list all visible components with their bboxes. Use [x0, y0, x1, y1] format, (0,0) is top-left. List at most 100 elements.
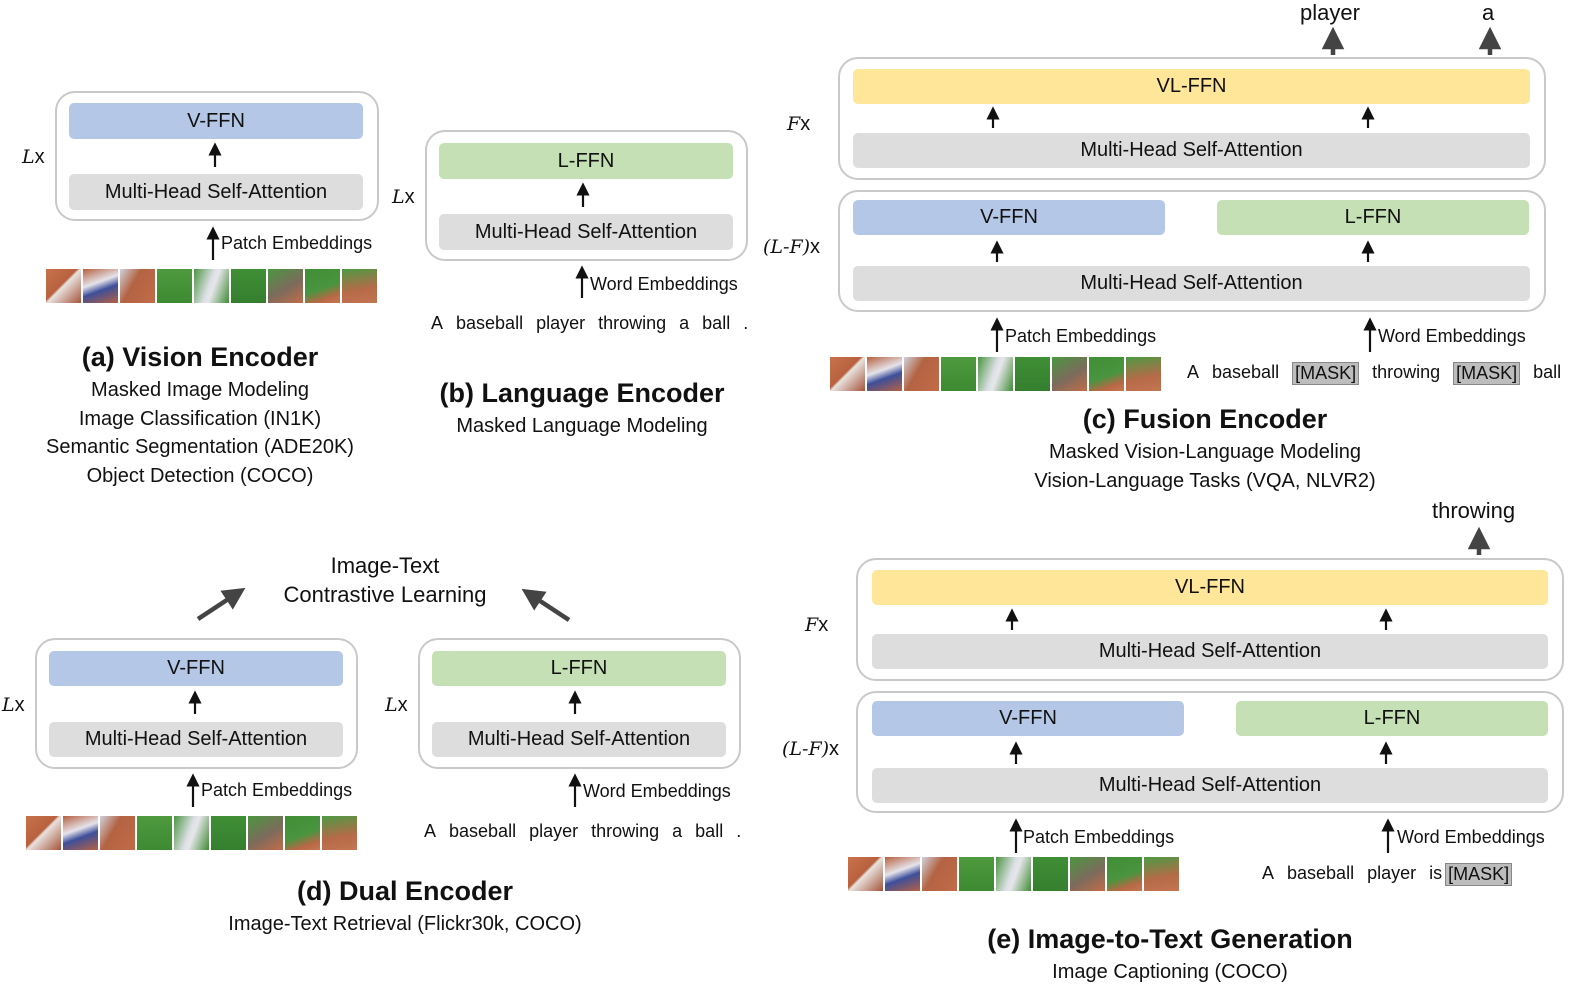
mhsa-block: Multi-Head Self-Attention	[432, 722, 726, 757]
task-item: Image-Text Retrieval (Flickr30k, COCO)	[228, 913, 582, 935]
patch-embeddings-label: Patch Embeddings	[1023, 827, 1175, 847]
image-patch	[978, 357, 1013, 391]
contrastive-arrow	[521, 588, 571, 622]
panel-title: (e) Image-to-Text Generation	[987, 924, 1353, 954]
layer-repeat-label: Lx	[22, 146, 45, 168]
image-patches	[26, 816, 357, 850]
image-patch	[867, 357, 902, 391]
image-patch	[1089, 357, 1124, 391]
task-list: Image Captioning (COCO)	[1000, 958, 1340, 987]
panel-title: (a) Vision Encoder	[81, 342, 319, 372]
token: baseball	[449, 821, 517, 841]
token: baseball	[456, 313, 524, 333]
token: A	[1187, 362, 1200, 382]
v-ffn-block: V-FFN	[853, 200, 1165, 235]
token: baseball	[1287, 863, 1355, 883]
image-patch	[305, 269, 340, 303]
image-patch	[231, 269, 266, 303]
contrastive-arrow	[196, 587, 246, 621]
image-patch	[137, 816, 172, 850]
image-patch	[248, 816, 283, 850]
mhsa-block: Multi-Head Self-Attention	[49, 722, 343, 757]
token: .	[743, 313, 749, 333]
panel-title: (b) Language Encoder	[439, 378, 725, 408]
image-patch	[885, 857, 920, 891]
layer-repeat-label: (L-F)x	[782, 738, 840, 760]
v-ffn-block: V-FFN	[872, 701, 1184, 736]
panel-title: (c) Fusion Encoder	[1082, 404, 1328, 434]
image-patch	[285, 816, 320, 850]
layer-repeat-label: Fx	[805, 614, 829, 636]
mhsa-block: Multi-Head Self-Attention	[872, 768, 1548, 803]
image-patches	[830, 357, 1161, 391]
image-patch	[63, 816, 98, 850]
word-embeddings-label: Word Embeddings	[583, 781, 731, 801]
image-patch	[830, 357, 865, 391]
image-patch	[322, 816, 357, 850]
predicted-token: throwing	[1432, 498, 1516, 523]
mhsa-block: Multi-Head Self-Attention	[853, 266, 1530, 301]
token: ball	[1533, 362, 1562, 382]
vl-ffn-block: VL-FFN	[853, 69, 1530, 104]
mhsa-block: Multi-Head Self-Attention	[872, 634, 1548, 669]
task-item: Semantic Segmentation (ADE20K)	[46, 436, 354, 458]
task-item: Vision-Language Tasks (VQA, NLVR2)	[1034, 469, 1376, 492]
task-item: Image Captioning (COCO)	[1052, 961, 1288, 983]
task-list: Masked Image Modeling Image Classificati…	[20, 376, 380, 490]
l-ffn-block: L-FFN	[439, 143, 733, 179]
layer-repeat-label: Fx	[787, 113, 811, 135]
mask-token: [MASK]	[1445, 863, 1513, 886]
image-patch	[268, 269, 303, 303]
image-patch	[100, 816, 135, 850]
image-patch	[1107, 857, 1142, 891]
task-item: Masked Image Modeling	[91, 379, 309, 401]
task-list: Masked Vision-Language Modeling Vision-L…	[1000, 438, 1410, 495]
mhsa-block: Multi-Head Self-Attention	[439, 214, 733, 250]
token: throwing	[1372, 362, 1441, 382]
image-patch	[46, 269, 81, 303]
v-ffn-block: V-FFN	[49, 651, 343, 686]
task-list: Masked Language Modeling	[412, 412, 752, 441]
vl-ffn-block: VL-FFN	[872, 570, 1548, 605]
input-sentence: A baseball [MASK] throwing [MASK] ball	[1187, 362, 1570, 385]
patch-embeddings-label: Patch Embeddings	[1005, 326, 1157, 346]
task-list: Image-Text Retrieval (Flickr30k, COCO)	[180, 910, 630, 939]
patch-embeddings-label: Patch Embeddings	[221, 233, 373, 253]
mask-token: [MASK]	[1453, 362, 1521, 385]
panel-title: (d) Dual Encoder	[296, 876, 513, 906]
word-embeddings-label: Word Embeddings	[1397, 827, 1545, 847]
l-ffn-block: L-FFN	[1217, 200, 1529, 235]
image-patch	[996, 857, 1031, 891]
mhsa-block: Multi-Head Self-Attention	[69, 174, 363, 210]
image-patch	[1015, 357, 1050, 391]
image-patch	[848, 857, 883, 891]
contrastive-objective: Image-Text Contrastive Learning	[245, 551, 525, 609]
predicted-token: player	[1300, 0, 1360, 25]
token: A	[1262, 863, 1275, 883]
image-patch	[1070, 857, 1105, 891]
image-patch	[959, 857, 994, 891]
l-ffn-block: L-FFN	[1236, 701, 1548, 736]
token: A	[431, 313, 444, 333]
layer-repeat-label: Lx	[2, 694, 25, 716]
image-patches	[848, 857, 1179, 891]
task-item: Object Detection (COCO)	[86, 464, 314, 487]
image-patch	[1126, 357, 1161, 391]
mask-token: [MASK]	[1292, 362, 1360, 385]
layer-repeat-label: (L-F)x	[763, 236, 821, 258]
image-patch	[342, 269, 377, 303]
image-patches	[46, 269, 377, 303]
patch-embeddings-label: Patch Embeddings	[201, 780, 353, 800]
token: baseball	[1212, 362, 1280, 382]
token: ball	[702, 313, 731, 333]
objective-line: Contrastive Learning	[283, 582, 487, 607]
image-patch	[904, 357, 939, 391]
word-embeddings-label: Word Embeddings	[1378, 326, 1526, 346]
token: player	[1367, 863, 1417, 883]
predicted-token: a	[1482, 0, 1495, 25]
image-patch	[922, 857, 957, 891]
layer-repeat-label: Lx	[385, 694, 408, 716]
task-item: Masked Vision-Language Modeling	[1048, 441, 1362, 463]
token: throwing	[598, 313, 667, 333]
image-patch	[83, 269, 118, 303]
